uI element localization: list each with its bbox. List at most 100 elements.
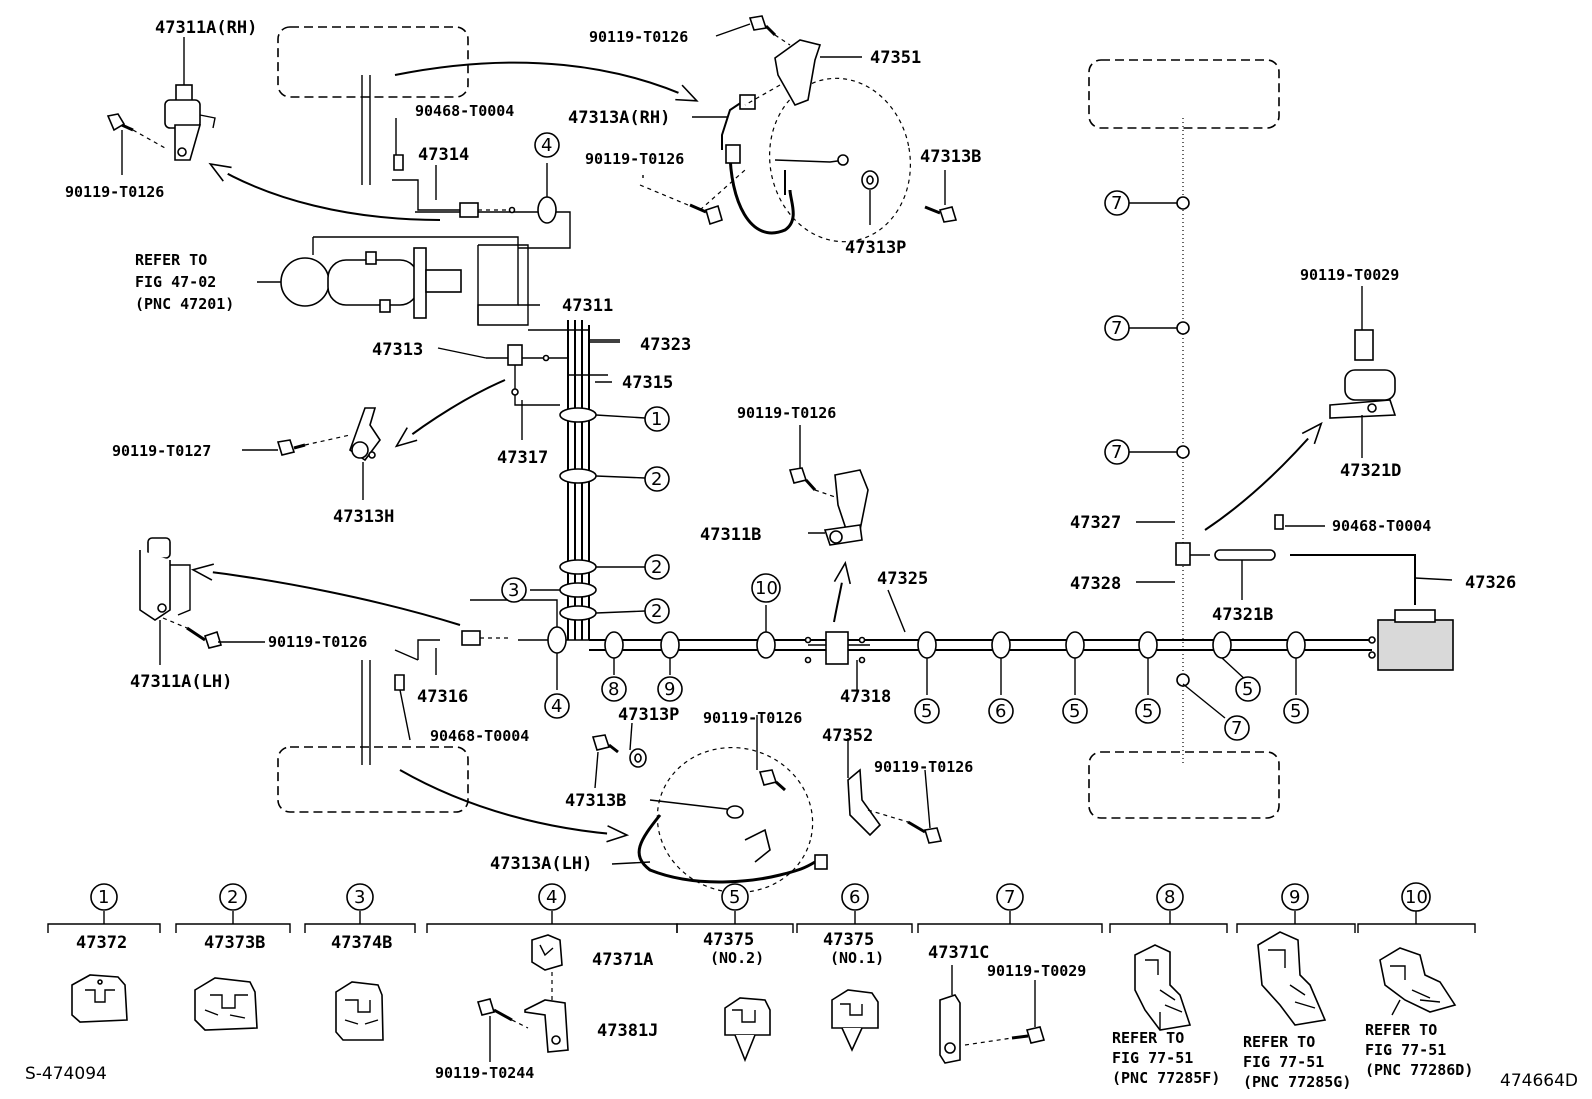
label-47325: 47325 bbox=[877, 569, 928, 589]
clip-47375-no1-drawing bbox=[831, 989, 879, 1052]
svg-text:1: 1 bbox=[98, 887, 109, 908]
tube-47326 bbox=[1290, 554, 1416, 605]
label-90119-T0127: 90119-T0127 bbox=[112, 442, 211, 460]
dashed-ellipse-bottom bbox=[656, 746, 814, 894]
leader-lines bbox=[121, 23, 1453, 865]
legend-refer-9-2: FIG 77-51 bbox=[1243, 1053, 1324, 1071]
label-90119-T0126-mid: 90119-T0126 bbox=[585, 150, 684, 168]
legend-part-3: 47374B bbox=[331, 933, 392, 953]
tube-front-rh-vertical bbox=[361, 75, 371, 185]
legend-refer-9-3: (PNC 77285G) bbox=[1243, 1073, 1351, 1091]
callout-7-a: 7 bbox=[1104, 190, 1130, 216]
bolt-90119-T0126-lh bbox=[162, 617, 223, 649]
legend-part-6: 47375 bbox=[823, 930, 874, 950]
label-47351: 47351 bbox=[870, 48, 921, 68]
clip-47371C-drawing bbox=[939, 965, 961, 1064]
label-47323: 47323 bbox=[640, 335, 691, 355]
clamp-47373B-drawing bbox=[194, 977, 258, 1031]
legend-part-4c: 90119-T0244 bbox=[435, 1064, 534, 1082]
hose-47313A-RH bbox=[721, 94, 849, 235]
callout-7-d: 7 bbox=[1224, 715, 1250, 741]
label-90119-T0126-bot: 90119-T0126 bbox=[703, 709, 802, 727]
arrow-to-47321D bbox=[1204, 425, 1320, 531]
tee-47328 bbox=[1175, 542, 1191, 566]
bolt-47313B-bot bbox=[591, 734, 619, 754]
legend-refer-8-3: (PNC 77285F) bbox=[1112, 1069, 1220, 1087]
callout-5-b: 5 bbox=[1062, 698, 1088, 724]
master-cylinder bbox=[280, 247, 462, 319]
svg-text:8: 8 bbox=[1164, 887, 1175, 908]
arrow-to-47311A-RH bbox=[212, 165, 441, 221]
legend-refer-9-1: REFER TO bbox=[1243, 1033, 1315, 1051]
legend-refer-10-2: FIG 77-51 bbox=[1365, 1041, 1446, 1059]
callout-2-c: 2 bbox=[644, 598, 670, 624]
callout-5-d: 5 bbox=[1235, 676, 1261, 702]
callout-10-main: 10 bbox=[751, 573, 781, 603]
legend-key-5: 5 bbox=[721, 883, 749, 911]
clamp-47374B-drawing bbox=[335, 981, 384, 1041]
callout-9: 9 bbox=[657, 676, 683, 702]
callout-7-b: 7 bbox=[1104, 315, 1130, 341]
label-refer-47-02-2: FIG 47-02 bbox=[135, 273, 216, 291]
svg-text:5: 5 bbox=[1290, 701, 1301, 722]
callout-6: 6 bbox=[988, 698, 1014, 724]
nut-47313P-top bbox=[861, 170, 879, 190]
tube-47311-loop bbox=[415, 211, 571, 249]
legend-refer-8-1: REFER TO bbox=[1112, 1029, 1184, 1047]
bolt-90119-T0126-bot bbox=[758, 769, 786, 792]
svg-text:2: 2 bbox=[227, 887, 238, 908]
callout-4-top: 4 bbox=[534, 132, 560, 158]
tube-horizontal-main bbox=[589, 639, 1372, 651]
callout-4-bottom: 4 bbox=[544, 693, 570, 719]
legend-part-labels: 47372 47373B 47374B 47371A 47381J 90119-… bbox=[76, 930, 1473, 1091]
legend-key-1: 1 bbox=[90, 883, 118, 911]
callout-2-a: 2 bbox=[644, 466, 670, 492]
svg-text:8: 8 bbox=[608, 679, 619, 700]
clamp-10-drawing bbox=[1379, 947, 1457, 1016]
bracket-47351 bbox=[774, 39, 822, 106]
callout-1: 1 bbox=[644, 406, 670, 432]
arrow-to-front-right-hose bbox=[394, 61, 695, 100]
valve-47311A-LH bbox=[139, 537, 191, 621]
legend-note-6: (NO.1) bbox=[830, 949, 884, 967]
hose-47313A-LH bbox=[637, 799, 828, 884]
numbered-callouts: 4 1 2 2 3 2 10 4 8 9 5 6 5 5 5 5 7 7 7 7 bbox=[501, 132, 1309, 741]
arrow-to-front-left-hose bbox=[399, 769, 625, 835]
figure-code-right: 474664D bbox=[1500, 1071, 1578, 1091]
bolt-90119-T0126-mid bbox=[639, 169, 746, 226]
legend-key-3: 3 bbox=[346, 883, 374, 911]
svg-text:7: 7 bbox=[1111, 193, 1122, 214]
svg-text:5: 5 bbox=[1242, 679, 1253, 700]
legend-key-4: 4 bbox=[538, 883, 566, 911]
tube-front-lh-vertical bbox=[361, 660, 371, 765]
tube-47321B bbox=[1214, 549, 1276, 561]
label-47313P-bot: 47313P bbox=[618, 705, 679, 725]
legend-note-5: (NO.2) bbox=[710, 949, 764, 967]
svg-text:10: 10 bbox=[1405, 887, 1428, 908]
svg-text:9: 9 bbox=[664, 679, 675, 700]
label-47317: 47317 bbox=[497, 448, 548, 468]
svg-text:7: 7 bbox=[1111, 318, 1122, 339]
svg-text:5: 5 bbox=[1069, 701, 1080, 722]
svg-text:4: 4 bbox=[546, 887, 557, 908]
svg-text:4: 4 bbox=[551, 696, 562, 717]
callout-5-e: 5 bbox=[1283, 698, 1309, 724]
arrow-to-47311B bbox=[833, 565, 845, 623]
svg-text:3: 3 bbox=[354, 887, 365, 908]
connector-47318 bbox=[804, 631, 870, 665]
svg-text:2: 2 bbox=[651, 601, 662, 622]
label-47352: 47352 bbox=[822, 726, 873, 746]
label-47313H: 47313H bbox=[333, 507, 394, 527]
svg-text:5: 5 bbox=[729, 887, 740, 908]
label-90119-T0126-lh: 90119-T0126 bbox=[268, 633, 367, 651]
tube-47316 bbox=[394, 639, 440, 661]
svg-text:10: 10 bbox=[755, 578, 778, 599]
bolt-90119-T0126-topleft bbox=[106, 113, 166, 149]
svg-text:6: 6 bbox=[995, 701, 1006, 722]
label-90468-top: 90468-T0004 bbox=[415, 102, 514, 120]
legend-refer-10-1: REFER TO bbox=[1365, 1021, 1437, 1039]
bracket-47371A-drawing bbox=[531, 934, 563, 971]
label-90119-T0029-r: 90119-T0029 bbox=[1300, 266, 1399, 284]
label-47328: 47328 bbox=[1070, 574, 1121, 594]
